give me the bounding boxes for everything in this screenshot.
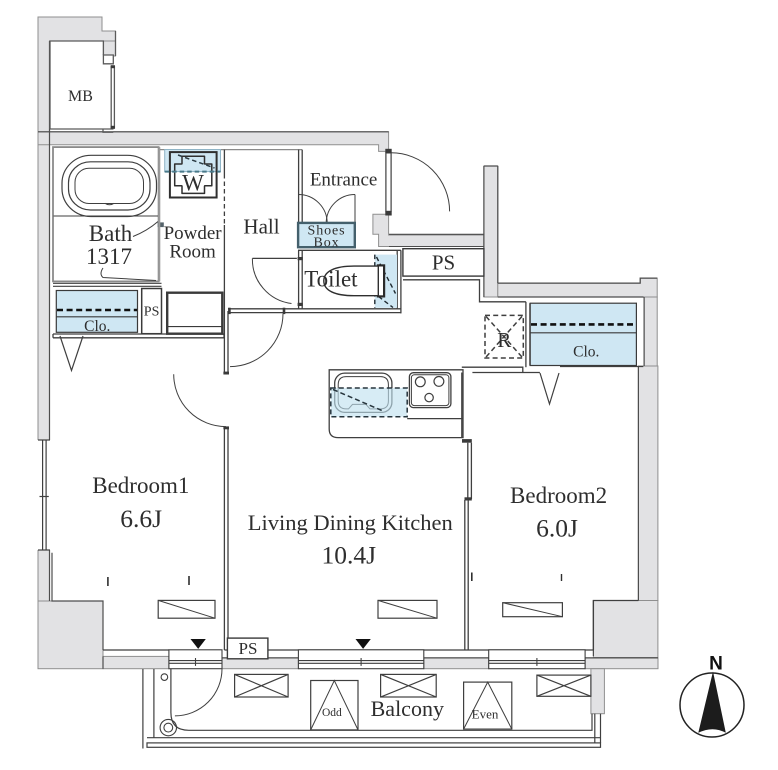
svg-text:10.4J: 10.4J <box>322 541 377 570</box>
svg-text:Clo.: Clo. <box>573 344 599 361</box>
svg-text:Powder: Powder <box>164 223 223 244</box>
svg-text:Box: Box <box>313 235 339 250</box>
svg-text:Bath: Bath <box>89 221 133 246</box>
svg-text:PS: PS <box>432 251 455 275</box>
svg-text:1317: 1317 <box>86 244 132 269</box>
svg-text:Entrance: Entrance <box>310 170 378 191</box>
svg-text:Living Dining Kitchen: Living Dining Kitchen <box>248 510 453 535</box>
svg-text:Bedroom2: Bedroom2 <box>510 483 607 508</box>
svg-text:Clo.: Clo. <box>84 318 110 335</box>
svg-text:Odd: Odd <box>322 707 342 719</box>
svg-text:PS: PS <box>239 639 258 658</box>
svg-text:6.0J: 6.0J <box>536 514 578 543</box>
svg-text:Balcony: Balcony <box>371 696 444 721</box>
svg-text:Toilet: Toilet <box>304 267 358 292</box>
svg-text:Even: Even <box>472 707 499 722</box>
svg-text:PS: PS <box>144 305 160 320</box>
svg-text:N: N <box>709 654 723 675</box>
svg-text:6.6J: 6.6J <box>120 504 162 533</box>
svg-text:MB: MB <box>68 88 93 105</box>
svg-text:Hall: Hall <box>243 215 279 239</box>
svg-text:Room: Room <box>169 241 216 262</box>
svg-text:R: R <box>497 328 511 352</box>
svg-text:W: W <box>182 171 204 196</box>
svg-text:Shoes: Shoes <box>308 223 346 238</box>
svg-text:Bedroom1: Bedroom1 <box>92 473 189 498</box>
